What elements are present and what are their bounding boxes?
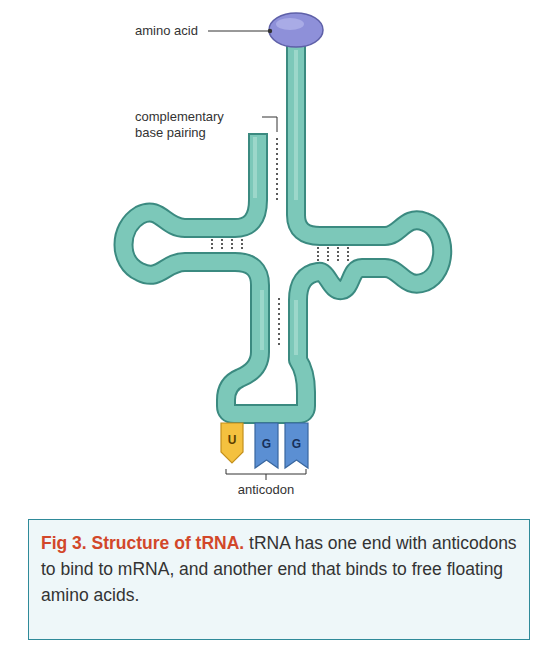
- leader-line: [208, 31, 270, 32]
- base-pairs: [212, 138, 348, 348]
- tube-highlight: [255, 50, 296, 355]
- base-outline: [255, 423, 278, 468]
- t-arm-pairs: [318, 247, 348, 261]
- amino-acid-shine: [276, 18, 304, 30]
- caption-title: Fig 3. Structure of tRNA.: [41, 533, 244, 553]
- part-label: complementary base pairing: [135, 109, 245, 141]
- base-letter: G: [285, 437, 308, 451]
- tube-fill: [124, 46, 443, 414]
- part-label: amino acid: [135, 23, 215, 39]
- guanine-base: G: [255, 423, 278, 468]
- base-letter: G: [255, 437, 278, 451]
- amino-acid-blob: [269, 13, 323, 47]
- base-outline: [285, 423, 308, 468]
- guanine-base: G: [285, 423, 308, 468]
- d-arm-pairs: [212, 239, 242, 251]
- pairing-bracket: [262, 117, 277, 132]
- base-letter: U: [221, 433, 243, 447]
- uracil-base: U: [221, 423, 243, 463]
- acceptor-pairs: [276, 138, 278, 200]
- trna-tube: [124, 46, 443, 414]
- leader-dot: [268, 29, 272, 33]
- tube-outline: [124, 46, 443, 414]
- anticodon-stem-pairs: [278, 298, 280, 348]
- anticodon-bracket: [226, 469, 306, 480]
- caption-box: Fig 3. Structure of tRNA. tRNA has one e…: [28, 519, 530, 640]
- part-label: anticodon: [216, 482, 316, 498]
- base-outline: [221, 423, 243, 463]
